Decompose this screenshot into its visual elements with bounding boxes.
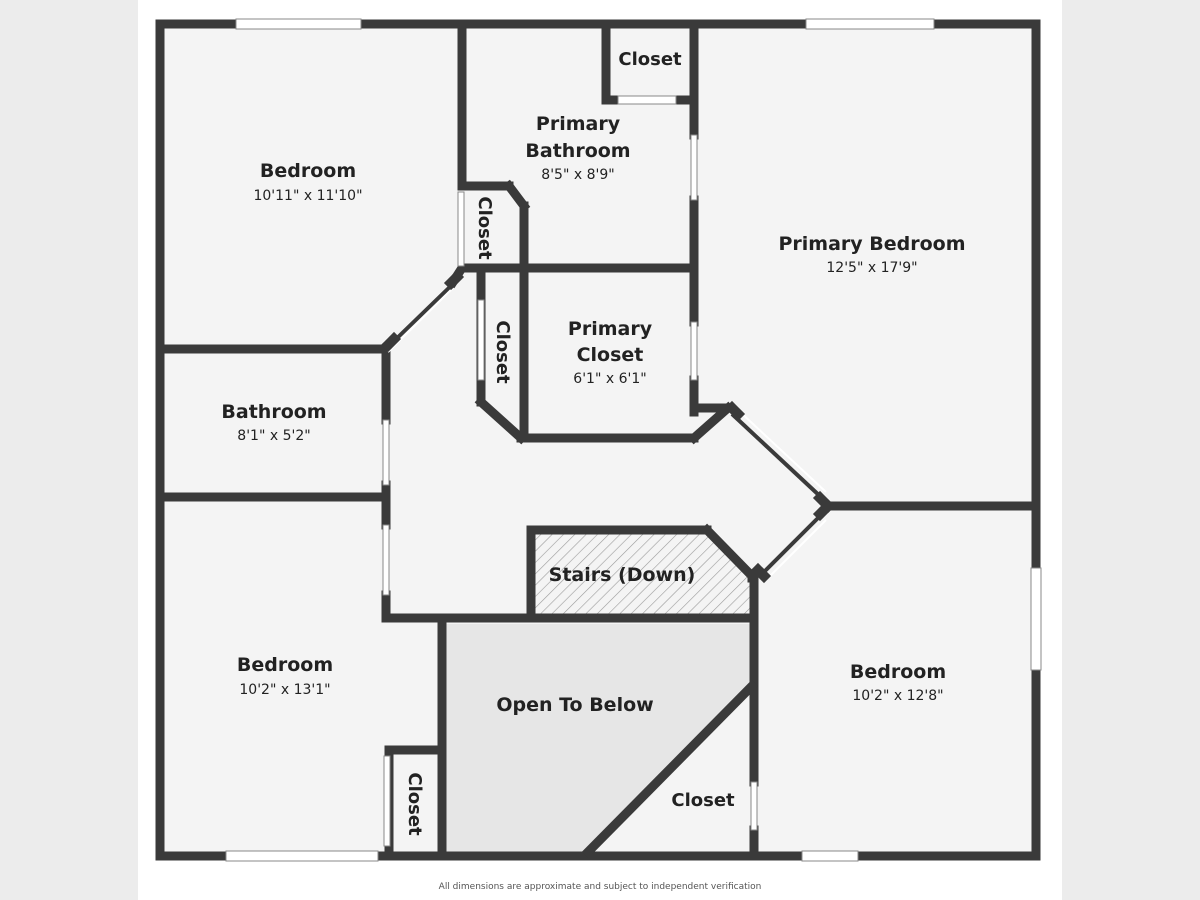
bedroom-sw-dim: 10'2" x 13'1" <box>239 682 330 698</box>
bedroom-se-label: Bedroom <box>850 661 946 683</box>
closet-bath-side-label: Closet <box>474 196 495 260</box>
primary-bath-label-2: Bathroom <box>525 140 630 162</box>
diagonal-wall-caps <box>380 269 836 584</box>
closet-top-label: Closet <box>618 49 682 70</box>
primary-bedroom-label: Primary Bedroom <box>778 233 965 255</box>
bedroom-nw-dim: 10'11" x 11'10" <box>253 188 362 204</box>
primary-closet-dim: 6'1" x 6'1" <box>573 371 646 387</box>
closet-south-label: Closet <box>671 790 735 811</box>
bedroom-nw-label: Bedroom <box>260 160 356 182</box>
primary-bath-label-1: Primary <box>536 113 621 135</box>
primary-bedroom-dim: 12'5" x 17'9" <box>826 260 917 276</box>
open-to-below-label: Open To Below <box>496 694 653 716</box>
open-to-below-area <box>442 624 752 852</box>
bathroom-dim: 8'1" x 5'2" <box>237 428 310 444</box>
closet-sw-label: Closet <box>404 772 425 836</box>
stairs-label: Stairs (Down) <box>549 564 696 586</box>
bedroom-sw-label: Bedroom <box>237 654 333 676</box>
primary-closet-label-2: Closet <box>577 344 644 366</box>
disclaimer-text: All dimensions are approximate and subje… <box>438 882 762 892</box>
primary-bath-dim: 8'5" x 8'9" <box>541 167 614 183</box>
closet-hall-label: Closet <box>492 320 513 384</box>
windows <box>225 18 1042 862</box>
stairs-area <box>531 530 752 614</box>
primary-closet-label-1: Primary <box>568 318 653 340</box>
bathroom-label: Bathroom <box>221 401 326 423</box>
bedroom-se-dim: 10'2" x 12'8" <box>852 688 943 704</box>
diagonal-openings <box>387 279 827 579</box>
